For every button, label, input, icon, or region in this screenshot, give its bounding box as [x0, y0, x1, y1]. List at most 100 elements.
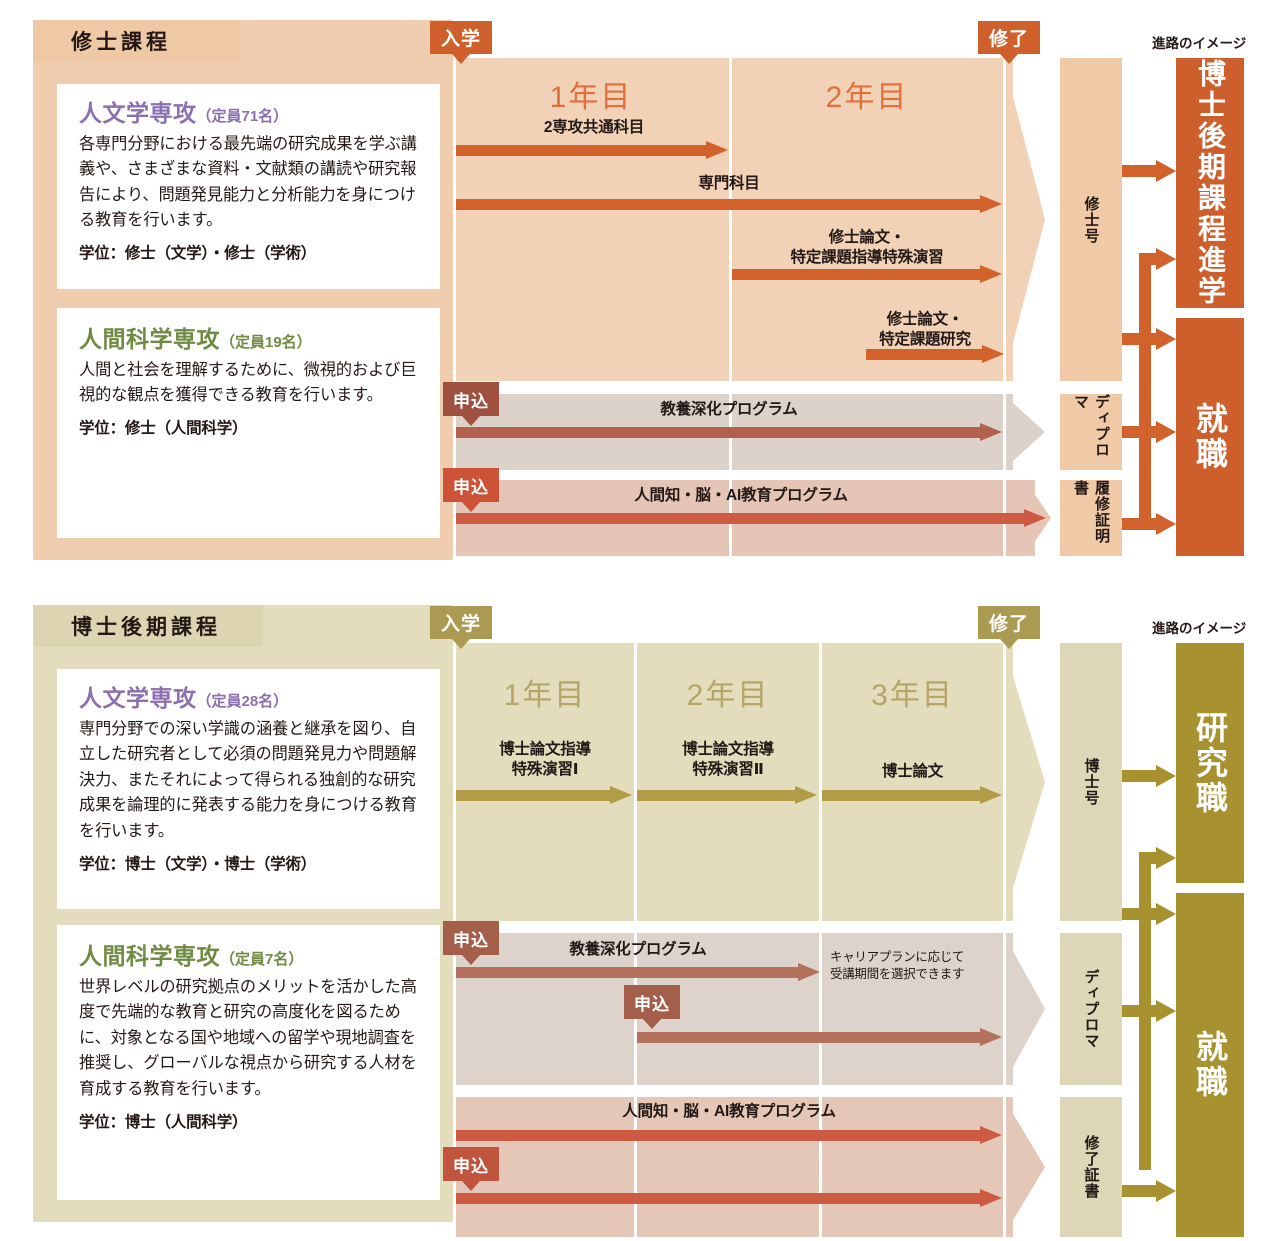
doctoral-course-tab-label: 博士後期課程	[71, 616, 221, 639]
doctoral-liberal-apply-flag-1: 申込	[443, 921, 499, 965]
connector-tip	[1156, 1000, 1176, 1022]
masters-course-section: 修士課程 人文学専攻（定員71名） 各専門分野における最先端の研究成果を学ぶ講義…	[0, 0, 1280, 570]
flag-pin	[462, 416, 480, 426]
doctoral-program-card-humanities: 人文学専攻（定員28名） 専門分野での深い学識の涵養と継承を図り、自立した研究者…	[57, 669, 440, 909]
doctoral-liberal-apply-label-2: 申込	[634, 994, 670, 1014]
masters-entry-flag-label: 入学	[440, 29, 481, 50]
doctoral-ai-label: 人間知・脳・AI教育プログラム	[622, 1103, 836, 1120]
masters-liberal-label: 教養深化プログラム	[660, 401, 798, 418]
doctoral-arrow-label-seminar-2: 博士論文指導 特殊演習Ⅱ	[682, 741, 774, 778]
masters-credential-masters-degree: 修士号	[1060, 58, 1122, 381]
masters-credential-diploma: ディプロマ	[1060, 394, 1122, 470]
arrow-head	[798, 963, 820, 981]
masters-arrow-thesis-seminar	[732, 265, 1004, 283]
doctoral-liberal-divider-1	[453, 933, 456, 1085]
masters-program-body-humanities: 各専門分野における最先端の研究成果を学ぶ講義や、さまざまな資料・文献類の講読や研…	[79, 134, 417, 230]
flag-pin	[462, 1181, 480, 1191]
masters-liberal-divider-1	[453, 394, 456, 470]
masters-connector-riser	[1139, 253, 1151, 518]
masters-credential-certificate: 履修証明書	[1060, 480, 1122, 556]
flag-pin	[452, 54, 470, 64]
doctoral-ai-arrow-2	[456, 1189, 1004, 1207]
program-title-text: 人文学専攻	[79, 100, 197, 126]
doctoral-arrow-seminar-1	[456, 786, 634, 804]
arrow-head	[980, 786, 1002, 804]
arrow-shaft	[456, 967, 800, 978]
doctoral-timeline-chevron	[1003, 643, 1045, 921]
doctoral-career-plan-note: キャリアプランに応じて 受講期間を選択できます	[830, 950, 965, 981]
connector-tip	[1156, 328, 1176, 350]
flag-pin	[1000, 54, 1018, 64]
masters-year-divider-3	[1003, 58, 1006, 381]
arrow-head	[980, 1028, 1002, 1046]
doctoral-year-label-2: 2年目	[686, 679, 770, 712]
doctoral-year-divider-3	[819, 643, 822, 921]
program-capacity-text: （定員19名）	[220, 334, 312, 351]
doctoral-connector-certificate-to-employment	[1122, 1180, 1176, 1202]
doctoral-credential-certificate: 修了証書	[1060, 1097, 1122, 1237]
masters-program-degree-humanities: 学位：修士（文学）・修士（学術）	[79, 244, 317, 262]
doctoral-program-body-humanities: 専門分野での深い学識の涵養と継承を図り、自立した研究者として必須の問題発見力や問…	[79, 719, 417, 840]
arrow-head	[706, 141, 728, 159]
masters-arrow-label-thesis-seminar: 修士論文・ 特定課題指導特殊演習	[790, 229, 944, 266]
masters-year-divider-2	[729, 58, 732, 381]
doctoral-destination-caption: 進路のイメージ	[1152, 621, 1247, 636]
arrow-head	[980, 195, 1002, 213]
masters-arrow-label-common: 2専攻共通科目	[543, 119, 645, 136]
arrow-shaft	[456, 790, 612, 801]
program-title-text: 人間科学専攻	[79, 943, 220, 969]
masters-liberal-apply-flag: 申込	[443, 382, 499, 426]
masters-arrow-label-thesis-research: 修士論文・ 特定課題研究	[879, 311, 971, 348]
connector-bar	[1122, 1185, 1158, 1197]
connector-tip	[1156, 847, 1176, 869]
arrow-head	[980, 265, 1002, 283]
flag-pin	[462, 502, 480, 512]
doctoral-course-section: 博士後期課程 人文学専攻（定員28名） 専門分野での深い学識の涵養と継承を図り、…	[0, 585, 1280, 1241]
doctoral-year-divider-4	[1003, 643, 1006, 921]
masters-year-label-1: 1年目	[549, 81, 633, 114]
arrow-head	[982, 345, 1004, 363]
doctoral-destination-research: 研究職	[1176, 643, 1244, 883]
masters-completion-flag: 修了	[978, 21, 1040, 64]
arrow-shaft	[732, 269, 982, 280]
masters-arrow-thesis-research	[866, 345, 1004, 363]
doctoral-ai-divider-4	[1003, 1097, 1006, 1237]
doctoral-liberal-chevron	[1003, 933, 1045, 1085]
arrow-shaft	[456, 513, 1026, 524]
doctoral-year-label-1: 1年目	[503, 679, 587, 712]
doctoral-arrow-label-dissertation: 博士論文	[881, 763, 944, 780]
program-title-text: 人文学専攻	[79, 685, 197, 711]
masters-course-tab-label: 修士課程	[71, 31, 171, 54]
flag-pin	[1000, 639, 1018, 649]
connector-tip	[1156, 160, 1176, 182]
arrow-shaft	[456, 1193, 982, 1204]
connector-bar	[1122, 165, 1158, 177]
masters-year-label-2: 2年目	[825, 81, 909, 114]
doctoral-entry-flag-label: 入学	[440, 614, 481, 635]
masters-liberal-divider-3	[1003, 394, 1006, 470]
arrow-head	[980, 423, 1002, 441]
doctoral-ai-apply-label: 申込	[453, 1156, 489, 1176]
doctoral-ai-divider-2	[634, 1097, 637, 1237]
doctoral-course-tab: 博士後期課程	[33, 605, 263, 647]
masters-arrow-specialized	[456, 195, 1004, 213]
masters-program-body-human-science: 人間と社会を理解するために、微視的および巨視的な観点を獲得できる教育を行います。	[79, 360, 417, 405]
masters-liberal-chevron	[1003, 394, 1045, 470]
doctoral-timeline-band	[453, 643, 1013, 921]
arrow-shaft	[822, 790, 982, 801]
masters-arrow-common	[456, 141, 728, 159]
masters-program-card-humanities: 人文学専攻（定員71名） 各専門分野における最先端の研究成果を学ぶ講義や、さまざ…	[57, 84, 440, 289]
arrow-head	[980, 1126, 1002, 1144]
masters-ai-label: 人間知・脳・AI教育プログラム	[634, 487, 848, 504]
connector-bar	[1122, 518, 1158, 530]
masters-program-title-humanities: 人文学専攻（定員71名）	[79, 100, 420, 128]
masters-program-card-human-science: 人間科学専攻（定員19名） 人間と社会を理解するために、微視的および巨視的な観点…	[57, 308, 440, 538]
connector-tip	[1156, 903, 1176, 925]
doctoral-liberal-divider-4	[1003, 933, 1006, 1085]
connector-tip	[1156, 513, 1176, 535]
masters-liberal-apply-label: 申込	[453, 391, 489, 411]
doctoral-arrow-seminar-2	[637, 786, 819, 804]
masters-connector-degree-to-doctoral	[1122, 160, 1176, 182]
arrow-shaft	[866, 349, 984, 360]
program-title-text: 人間科学専攻	[79, 326, 220, 352]
